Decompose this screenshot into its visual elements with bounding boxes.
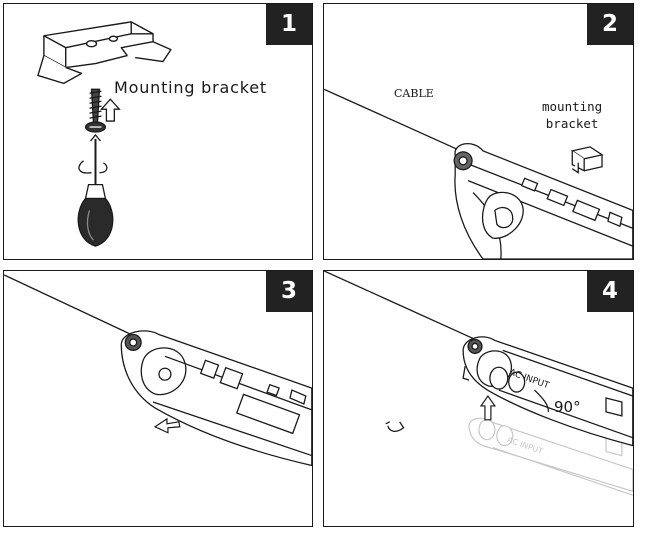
light-fixture-icon — [453, 143, 633, 259]
step-number-badge: 1 — [266, 4, 312, 45]
rotate-arrow-icon — [385, 421, 405, 432]
light-fixture-ghost-icon: AC INPUT — [468, 417, 633, 496]
step-3-panel: 3 — [3, 270, 313, 527]
step-3-illustration — [4, 274, 312, 467]
cable-icon — [4, 274, 132, 336]
step-number-badge: 4 — [587, 271, 633, 312]
cable-label: CABLE — [394, 87, 434, 100]
step-number-badge: 3 — [266, 271, 312, 312]
cable-icon — [324, 271, 474, 340]
mounting-bracket-icon — [570, 146, 604, 174]
angle-label: 90° — [554, 398, 581, 416]
light-fixture-icon: AC INPUT — [462, 336, 633, 447]
step-4-illustration: AC INPUT AC INPUT — [324, 271, 633, 496]
screwdriver-icon — [77, 133, 114, 247]
step-number-badge: 2 — [587, 4, 633, 45]
step-2-panel: CABLE mounting bracket 2 — [323, 3, 634, 260]
mounting-bracket-label-line2: bracket — [545, 116, 599, 131]
step-1-illustration — [37, 21, 172, 247]
mounting-bracket-label: mounting bracket — [542, 98, 602, 132]
up-arrow-icon — [479, 394, 497, 421]
mounting-bracket-icon — [37, 21, 172, 85]
light-fixture-icon — [120, 330, 312, 467]
mounting-bracket-label-line1: mounting — [542, 99, 603, 114]
left-arrow-icon — [153, 417, 181, 434]
screw-icon — [84, 88, 107, 133]
up-arrow-icon — [99, 98, 121, 122]
cable-icon — [324, 88, 466, 154]
mounting-bracket-label: Mounting bracket — [114, 78, 267, 97]
step-2-illustration — [324, 88, 633, 259]
step-4-panel: AC INPUT AC INPUT 90° 4 — [323, 270, 634, 527]
step-1-panel: Mounting bracket 1 — [3, 3, 313, 260]
